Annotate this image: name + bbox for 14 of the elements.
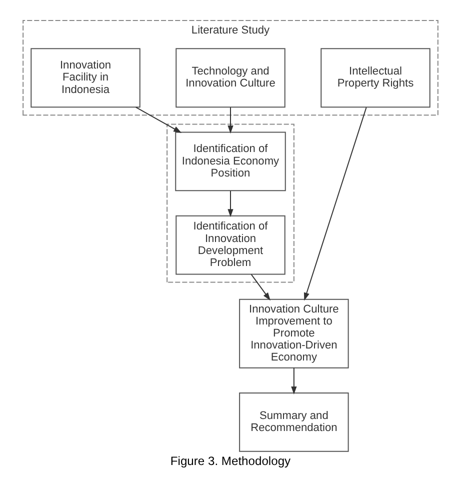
- arrow: [291, 368, 297, 395]
- caption: Figure 3. Methodology: [170, 454, 291, 468]
- node-box: Intellectual Property Rights: [320, 48, 430, 108]
- node-box: Innovation Culture Improvement to Promote Innovation-Driven Economy: [239, 298, 349, 368]
- arrow: [250, 274, 270, 301]
- node-box: Identification of Innovation Development Problem: [176, 215, 286, 275]
- node-box: Summary and Recommendation: [239, 392, 349, 452]
- node-box: Identification of Indonesia Economy Position: [175, 132, 286, 192]
- arrow: [228, 107, 234, 134]
- node-box: Technology and Innovation Culture: [176, 48, 286, 108]
- node-box: Innovation Facility in Indonesia: [30, 48, 140, 108]
- arrow: [304, 107, 367, 301]
- arrow: [136, 106, 182, 133]
- arrow: [228, 190, 234, 218]
